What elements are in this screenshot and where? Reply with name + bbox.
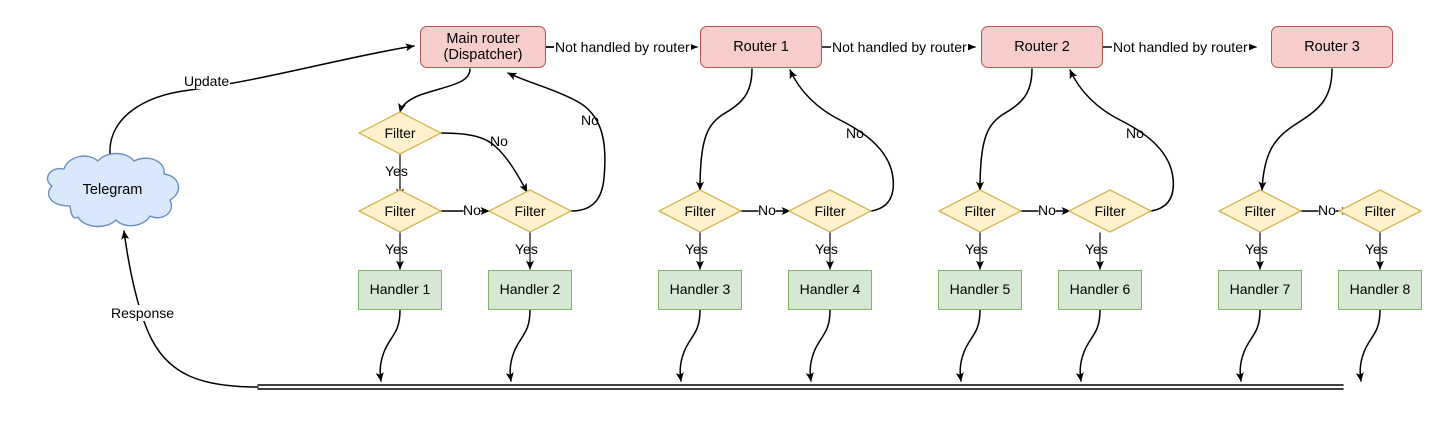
edge-label-no-main-left: No — [463, 202, 481, 218]
diamond-shape — [658, 189, 742, 233]
diamond-shape — [488, 189, 572, 233]
handler-1-label: Handler 1 — [369, 281, 431, 298]
edge-h4-to-bus — [805, 309, 831, 382]
edge-label-no-main-top: No — [490, 133, 508, 149]
handler-4[interactable]: Handler 4 — [788, 270, 872, 310]
edge-mainrouter-to-filter-top — [398, 68, 471, 113]
filter-router2-left-label: Filter — [964, 203, 996, 219]
filter-router3-left[interactable]: Filter — [1218, 189, 1302, 233]
filter-router3-right-label: Filter — [1364, 203, 1396, 219]
edge-label-yes-main-top: Yes — [385, 163, 408, 179]
router-2[interactable]: Router 2 — [981, 26, 1103, 68]
handler-6[interactable]: Handler 6 — [1058, 270, 1142, 310]
diamond-shape — [1218, 189, 1302, 233]
handler-2-label: Handler 2 — [499, 281, 561, 298]
handler-3[interactable]: Handler 3 — [658, 270, 742, 310]
handler-5[interactable]: Handler 5 — [938, 270, 1022, 310]
edge-label-response: Response — [110, 305, 176, 321]
edge-h8-to-bus — [1355, 309, 1381, 382]
edge-fmainright-no — [507, 72, 606, 212]
edge-label-not-handled-1: Not handled by router — [554, 39, 691, 55]
filter-main-left-label: Filter — [384, 203, 416, 219]
edge-label-no-r2-right: No — [1126, 125, 1144, 141]
edge-label-yes-r1-right: Yes — [815, 241, 838, 257]
filter-router1-left[interactable]: Filter — [658, 189, 742, 233]
edge-f1right-no — [789, 69, 895, 212]
filter-router2-right-label: Filter — [1094, 203, 1126, 219]
router-main-line2: (Dispatcher) — [443, 47, 523, 63]
edge-h3-to-bus — [675, 309, 701, 382]
handler-7[interactable]: Handler 7 — [1218, 270, 1302, 310]
edge-label-yes-r1-left: Yes — [685, 241, 708, 257]
handler-4-label: Handler 4 — [799, 281, 861, 298]
edge-router3-to-f3left — [1258, 68, 1333, 191]
edge-h2-to-bus — [505, 309, 531, 382]
edge-label-no-main-right: No — [581, 112, 599, 128]
router-2-label: Router 2 — [1014, 38, 1070, 55]
telegram-cloud[interactable]: Telegram — [40, 150, 185, 230]
filter-router1-right[interactable]: Filter — [788, 189, 872, 233]
router-main[interactable]: Main router (Dispatcher) — [420, 26, 546, 68]
telegram-label: Telegram — [82, 182, 143, 198]
edge-bus-to-telegram — [121, 230, 259, 388]
edge-label-not-handled-2: Not handled by router — [831, 39, 968, 55]
edge-fmaintop-no — [440, 132, 528, 193]
edge-h7-to-bus — [1235, 309, 1261, 382]
router-3-label: Router 3 — [1304, 38, 1360, 55]
handler-8-label: Handler 8 — [1349, 281, 1411, 298]
router-1[interactable]: Router 1 — [700, 26, 822, 68]
edge-label-yes-r3-left: Yes — [1245, 241, 1268, 257]
edge-label-no-r2-left: No — [1038, 202, 1056, 218]
edge-router1-to-f1left — [696, 68, 753, 191]
edge-label-yes-r3-right: Yes — [1365, 241, 1388, 257]
handler-7-label: Handler 7 — [1229, 281, 1291, 298]
edge-router2-to-f2left — [976, 68, 1033, 191]
edge-h1-to-bus — [375, 309, 401, 382]
filter-main-left[interactable]: Filter — [358, 189, 442, 233]
handler-3-label: Handler 3 — [669, 281, 731, 298]
handler-6-label: Handler 6 — [1069, 281, 1131, 298]
filter-router1-right-label: Filter — [814, 203, 846, 219]
handler-8[interactable]: Handler 8 — [1338, 270, 1422, 310]
handler-1[interactable]: Handler 1 — [358, 270, 442, 310]
edge-label-yes-main-left: Yes — [385, 241, 408, 257]
edge-f2right-no — [1069, 69, 1175, 212]
diamond-shape — [1338, 189, 1422, 233]
edge-label-no-r1-left: No — [758, 202, 776, 218]
diamond-shape — [788, 189, 872, 233]
router-main-line1: Main router — [446, 30, 520, 47]
filter-router3-right[interactable]: Filter — [1338, 189, 1422, 233]
edge-label-yes-main-right: Yes — [515, 241, 538, 257]
router-1-label: Router 1 — [733, 38, 789, 55]
filter-main-top[interactable]: Filter — [358, 111, 442, 155]
diamond-shape — [358, 189, 442, 233]
router-3[interactable]: Router 3 — [1271, 26, 1393, 68]
edge-h6-to-bus — [1075, 309, 1101, 382]
edge-label-not-handled-3: Not handled by router — [1112, 39, 1249, 55]
filter-main-right-label: Filter — [514, 203, 546, 219]
filter-router3-left-label: Filter — [1244, 203, 1276, 219]
edge-label-update: Update — [183, 73, 231, 89]
filter-main-right[interactable]: Filter — [488, 189, 572, 233]
filter-main-top-label: Filter — [384, 125, 416, 141]
handler-2[interactable]: Handler 2 — [488, 270, 572, 310]
diamond-shape — [1068, 189, 1152, 233]
edge-label-yes-r2-right: Yes — [1085, 241, 1108, 257]
diamond-shape — [358, 111, 442, 155]
filter-router2-right[interactable]: Filter — [1068, 189, 1152, 233]
edge-label-no-r3-left: No — [1318, 202, 1336, 218]
filter-router1-left-label: Filter — [684, 203, 716, 219]
edge-label-no-r1-right: No — [846, 125, 864, 141]
handler-5-label: Handler 5 — [949, 281, 1011, 298]
filter-router2-left[interactable]: Filter — [938, 189, 1022, 233]
diamond-shape — [938, 189, 1022, 233]
edge-h5-to-bus — [955, 309, 981, 382]
cloud-shape — [46, 152, 180, 228]
edge-label-yes-r2-left: Yes — [965, 241, 988, 257]
